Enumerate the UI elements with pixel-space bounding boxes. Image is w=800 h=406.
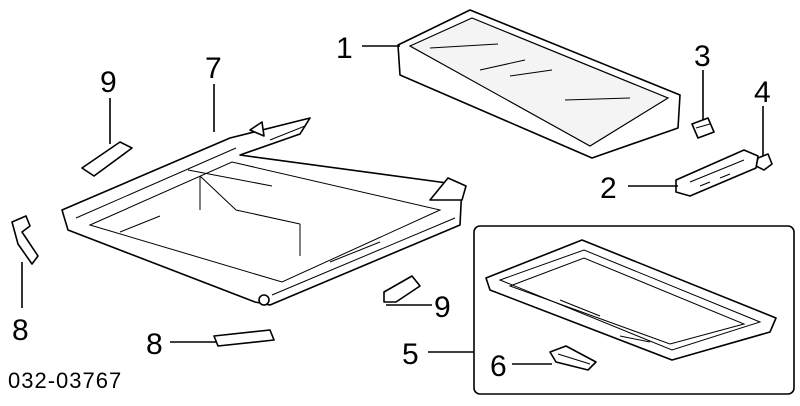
callout-3: 3 xyxy=(694,40,711,73)
callout-8b: 8 xyxy=(146,328,163,361)
clip-part xyxy=(691,117,715,139)
callout-7: 7 xyxy=(205,52,222,85)
diagram-code: 032-03767 xyxy=(8,368,122,393)
bracket-part xyxy=(675,149,759,197)
sunroof-frame-part xyxy=(61,117,467,306)
leader-lines xyxy=(21,45,764,365)
drain-tube-left xyxy=(11,215,39,265)
callout-2: 2 xyxy=(600,172,617,205)
drain-tube-lower xyxy=(213,329,275,347)
callout-6: 6 xyxy=(490,350,507,383)
glass-panel-part xyxy=(397,9,681,159)
drain-bracket-lower xyxy=(383,275,421,303)
drain-pad-upper xyxy=(81,141,133,177)
callout-5: 5 xyxy=(402,338,419,371)
callout-9a: 9 xyxy=(100,66,117,99)
guide-part xyxy=(549,345,597,371)
callout-4: 4 xyxy=(754,76,771,109)
callout-1: 1 xyxy=(336,32,353,65)
callout-8a: 8 xyxy=(12,314,29,347)
assembly-box xyxy=(473,225,795,395)
callout-9b: 9 xyxy=(434,291,451,324)
